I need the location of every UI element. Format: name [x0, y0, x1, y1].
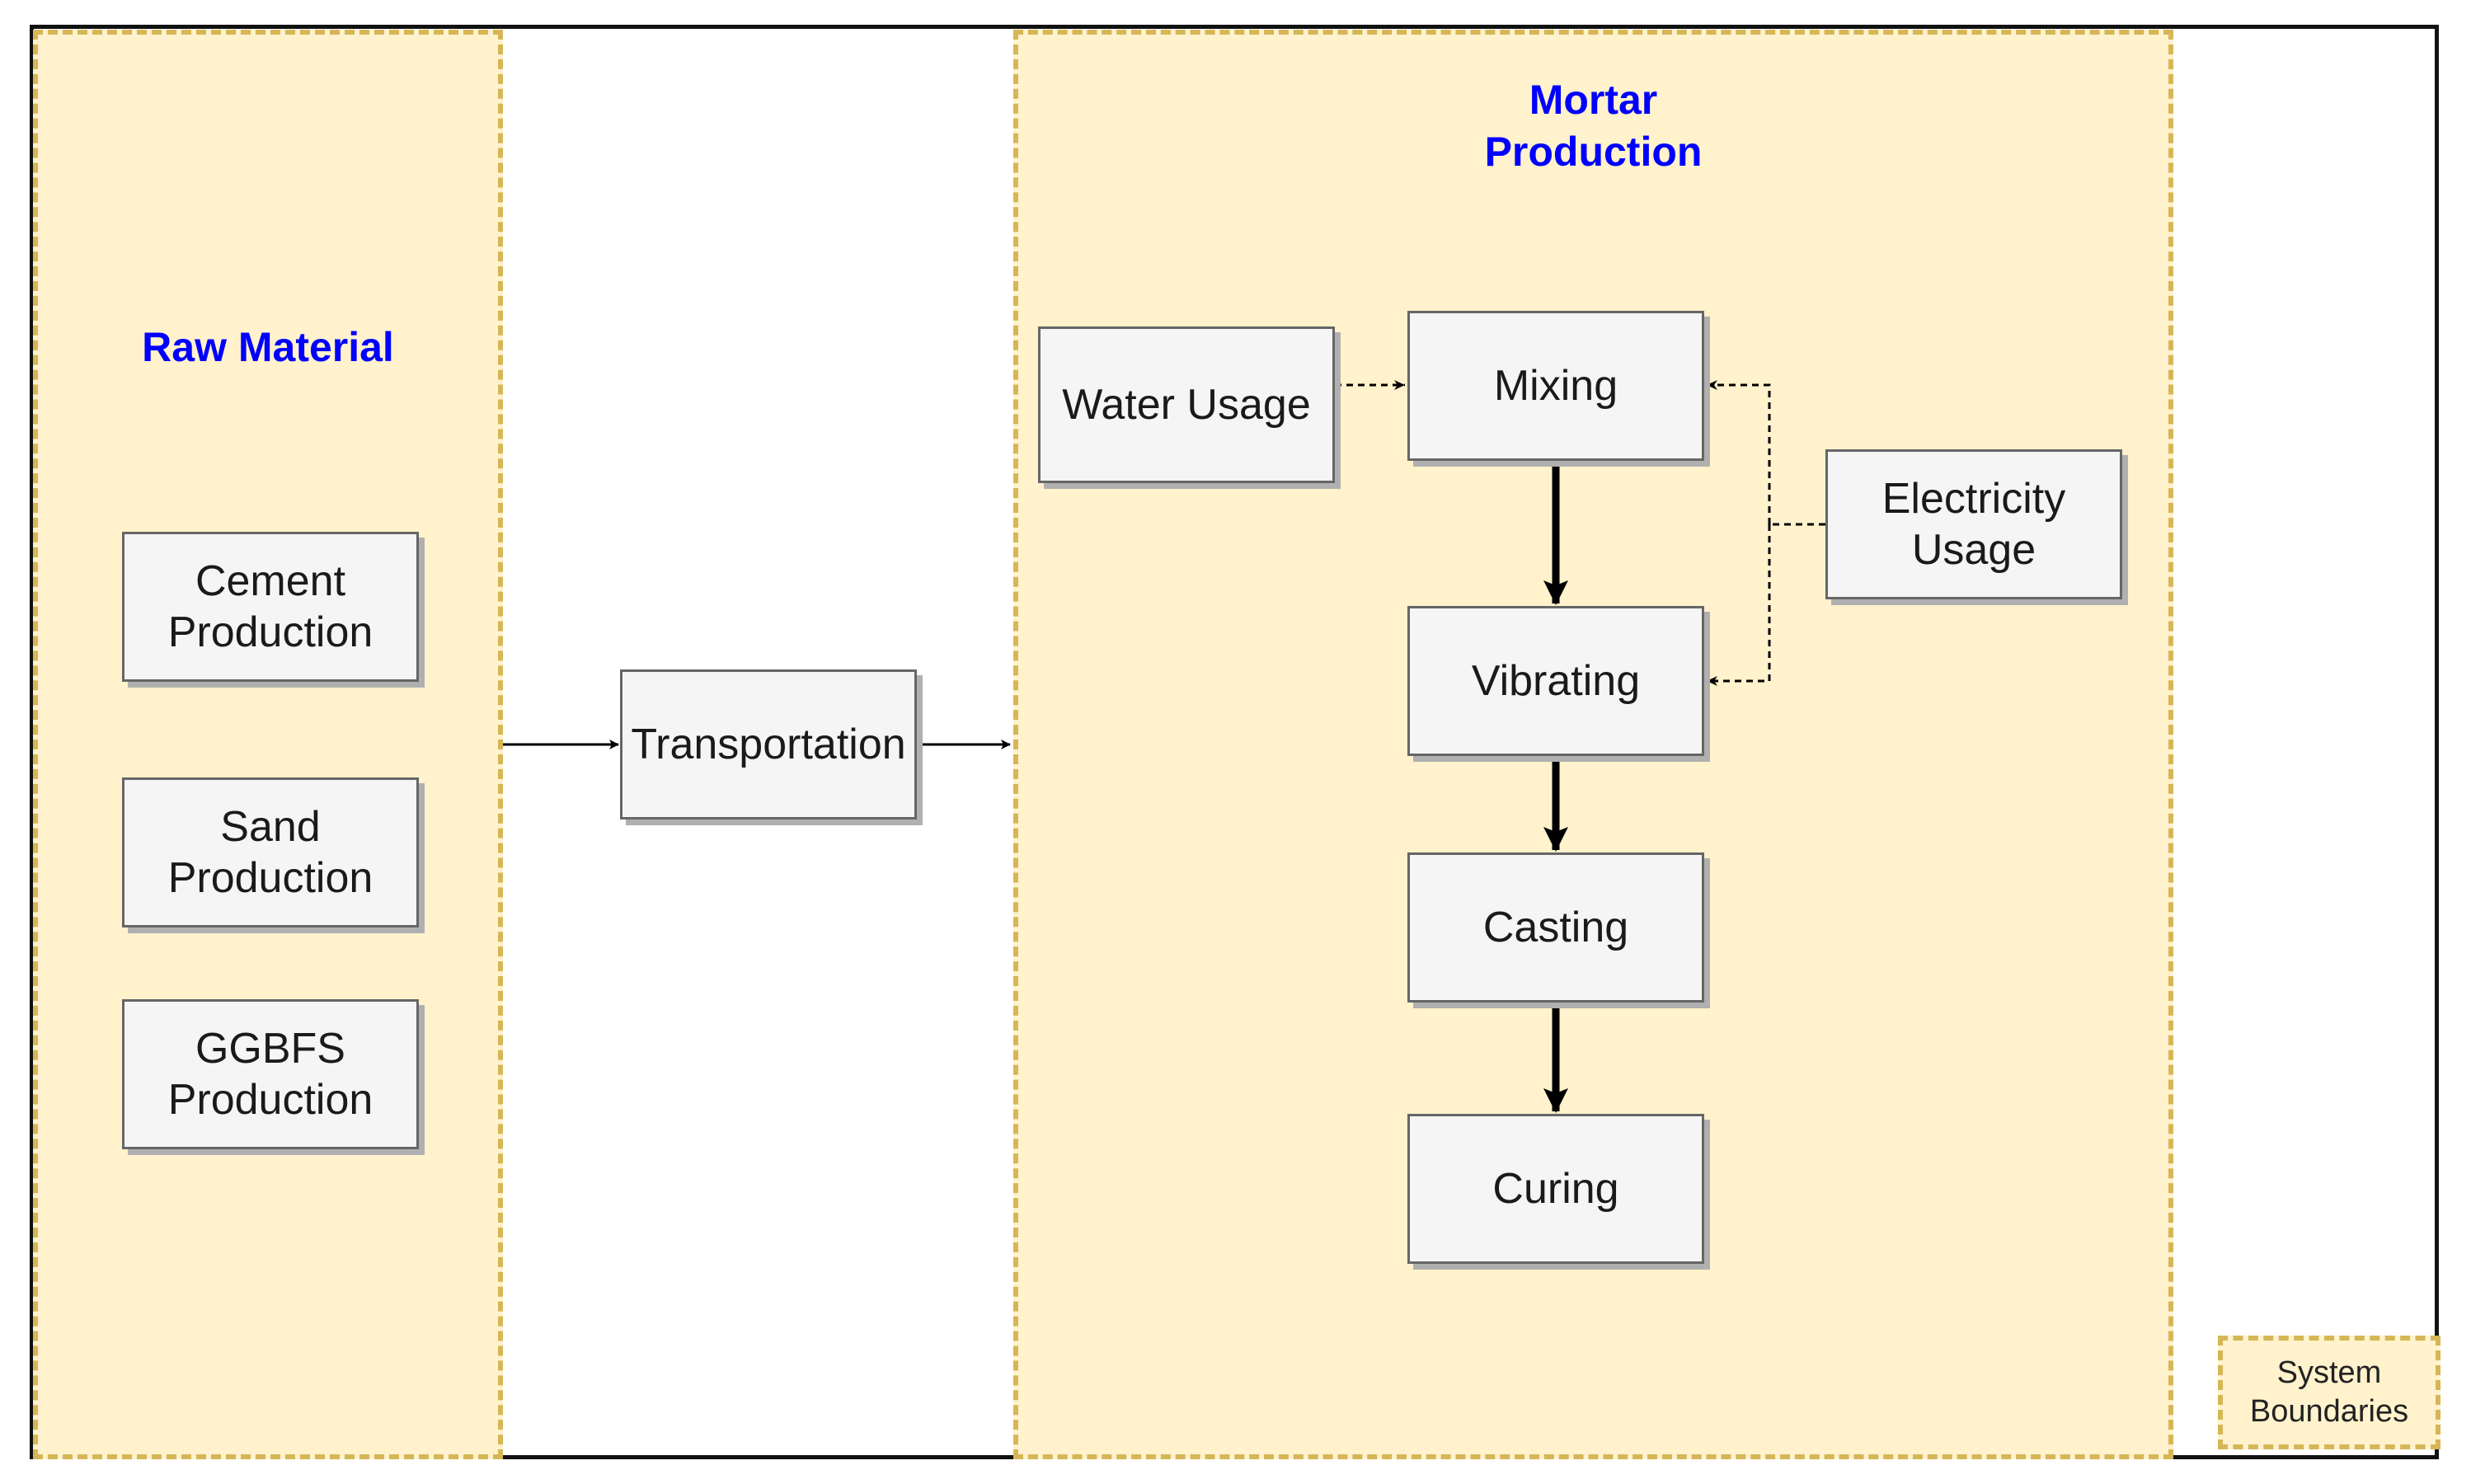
cement-production-box: Cement Production: [122, 532, 419, 682]
transportation-box: Transportation: [620, 669, 917, 819]
mixing-box: Mixing: [1407, 311, 1704, 461]
ggbfs-production-box: GGBFS Production: [122, 999, 419, 1149]
electricity-usage-box: Electricity Usage: [1825, 449, 2122, 599]
electricity-to-vibrating-arrow: [1707, 524, 1771, 686]
electricity-to-mixing-arrow: [1707, 380, 1771, 524]
mortar-production-title: Mortar Production: [1484, 77, 1703, 175]
curing-box: Curing: [1407, 1114, 1704, 1264]
vibrating-box: Vibrating: [1407, 606, 1704, 756]
water-usage-box: Water Usage: [1038, 326, 1335, 483]
sand-production-box: Sand Production: [122, 777, 419, 928]
casting-box: Casting: [1407, 852, 1704, 1003]
raw-material-title: Raw Material: [142, 324, 394, 370]
legend-label: System Boundaries: [2249, 1355, 2409, 1430]
system-boundaries-legend: System Boundaries: [2218, 1336, 2440, 1449]
raw-material-boundary: [33, 30, 503, 1459]
